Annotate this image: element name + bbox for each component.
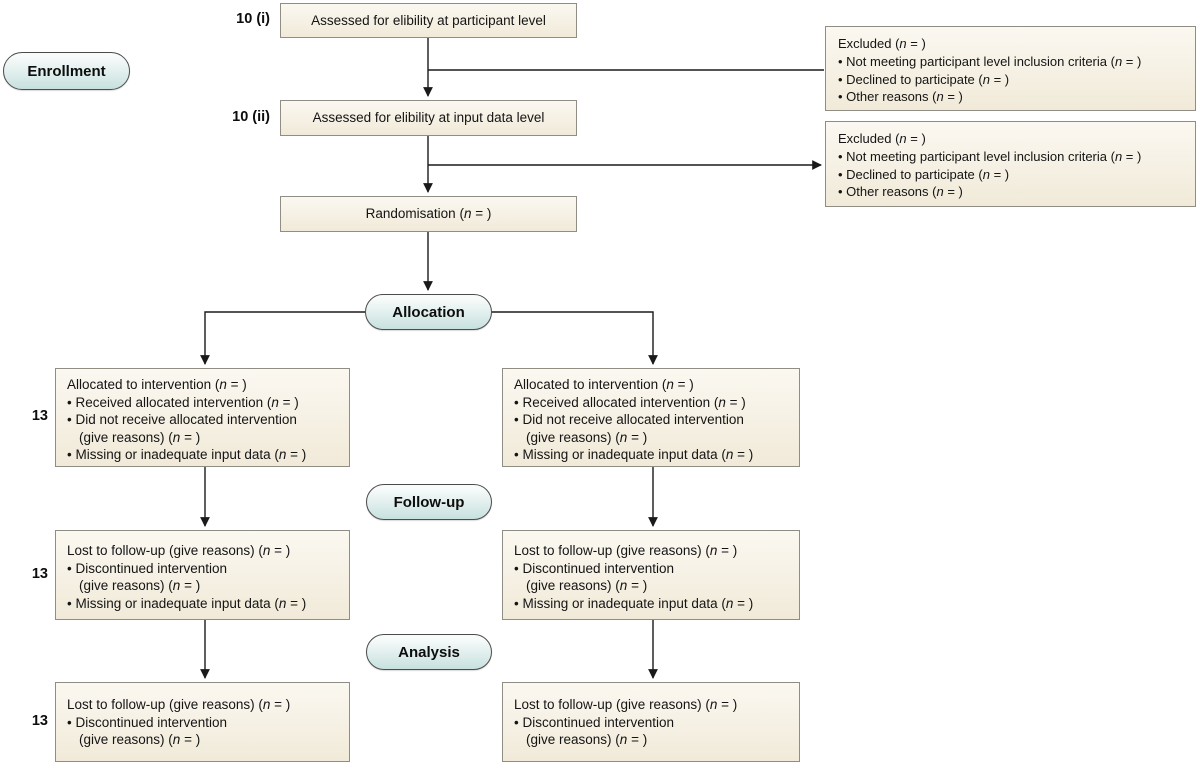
- text-line: • Discontinued intervention: [514, 714, 675, 730]
- box-analysis-left: Lost to follow-up (give reasons) (n = ) •…: [55, 682, 350, 762]
- text-line: • Missing or inadequate input data (n = …: [514, 447, 754, 463]
- box-assessed-input-data-level: Assessed for elibility at input data lev…: [280, 100, 577, 136]
- box-excluded-input-data-level: Excluded (n = ) • Not meeting participant…: [825, 121, 1196, 207]
- stage-pill-enrollment: Enrollment: [3, 52, 130, 90]
- margin-label-13-analysis: 13: [31, 713, 48, 729]
- text-line: Allocated to intervention (n = ): [67, 377, 247, 392]
- margin-label-13-allocation: 13: [31, 408, 48, 424]
- text-line: Excluded (n = ): [838, 131, 926, 146]
- text-line: • Discontinued intervention: [67, 714, 228, 730]
- box-excluded-participant-level: Excluded (n = ) • Not meeting participant…: [825, 26, 1196, 111]
- connector-allocation-left: [200, 311, 365, 365]
- text-line: Randomisation (n = ): [365, 206, 492, 222]
- text-line: • Discontinued intervention: [67, 560, 228, 576]
- margin-label-13-followup: 13: [31, 566, 48, 582]
- box-lost-followup-right: Lost to follow-up (give reasons) (n = ) •…: [502, 530, 800, 620]
- text-line: • Other reasons (n = ): [838, 89, 963, 105]
- margin-label-10ii: 10 (ii): [232, 109, 270, 125]
- text-line: (give reasons) (n = ): [79, 578, 201, 594]
- text-line: (give reasons) (n = ): [79, 732, 201, 748]
- text-line: • Declined to participate (n = ): [838, 71, 1010, 87]
- text-line: Assessed for elibility at participant le…: [311, 12, 546, 28]
- text-line: (give reasons) (n = ): [526, 429, 648, 445]
- text-line: • Missing or inadequate input data (n = …: [514, 595, 754, 611]
- text-line: • Did not receive allocated intervention: [67, 412, 297, 428]
- text-line: Assessed for elibility at input data lev…: [312, 110, 545, 126]
- text-line: • Not meeting participant level inclusio…: [838, 53, 1142, 69]
- stage-pill-allocation: Allocation: [365, 294, 492, 330]
- box-allocated-intervention-left: Allocated to intervention (n = ) • Receiv…: [55, 368, 350, 467]
- text-line: • Not meeting participant level inclusio…: [838, 148, 1142, 164]
- box-analysis-right: Lost to follow-up (give reasons) (n = ) •…: [502, 682, 800, 762]
- margin-label-10i: 10 (i): [236, 11, 270, 27]
- box-allocated-intervention-right: Allocated to intervention (n = ) • Receiv…: [502, 368, 800, 467]
- text-line: (give reasons) (n = ): [79, 429, 201, 445]
- text-line: Allocated to intervention (n = ): [514, 377, 694, 392]
- text-line: • Declined to participate (n = ): [838, 166, 1010, 182]
- text-line: (give reasons) (n = ): [526, 578, 648, 594]
- connector-allocation-right: [492, 311, 658, 365]
- text-line: • Other reasons (n = ): [838, 184, 963, 200]
- stage-pill-analysis: Analysis: [366, 634, 492, 670]
- text-line: (give reasons) (n = ): [526, 732, 648, 748]
- text-line: • Did not receive allocated intervention: [514, 412, 744, 428]
- text-line: • Missing or inadequate input data (n = …: [67, 595, 307, 611]
- text-line: Lost to follow-up (give reasons) (n = ): [514, 697, 738, 712]
- box-lost-followup-left: Lost to follow-up (give reasons) (n = ) •…: [55, 530, 350, 620]
- box-randomisation: Randomisation (n = ): [280, 196, 577, 232]
- text-line: Excluded (n = ): [838, 36, 926, 51]
- text-line: Lost to follow-up (give reasons) (n = ): [67, 543, 291, 558]
- text-line: • Missing or inadequate input data (n = …: [67, 447, 307, 463]
- text-line: • Discontinued intervention: [514, 560, 675, 576]
- text-line: Lost to follow-up (give reasons) (n = ): [67, 697, 291, 712]
- stage-pill-followup: Follow-up: [366, 484, 492, 520]
- text-line: • Received allocated intervention (n = ): [514, 394, 746, 410]
- text-line: Lost to follow-up (give reasons) (n = ): [514, 543, 738, 558]
- box-assessed-participant-level: Assessed for elibility at participant le…: [280, 3, 577, 38]
- text-line: • Received allocated intervention (n = ): [67, 394, 299, 410]
